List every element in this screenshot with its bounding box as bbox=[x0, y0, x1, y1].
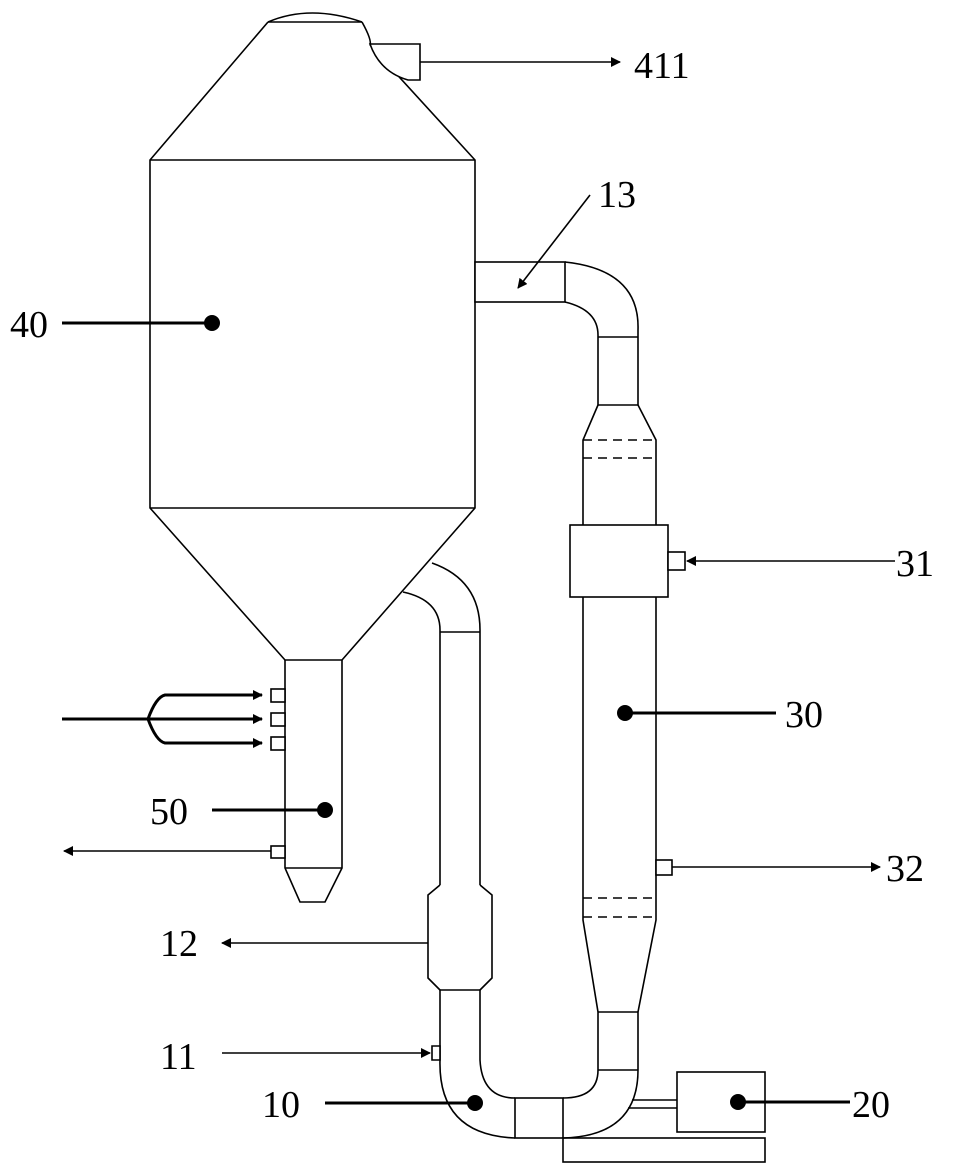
outlet-nozzle-32 bbox=[655, 859, 673, 876]
label-13: 13 bbox=[598, 174, 636, 216]
heater-box-31 bbox=[569, 524, 669, 598]
pointer-arrow-13 bbox=[517, 194, 591, 289]
dot-50 bbox=[317, 802, 333, 818]
dot-10 bbox=[467, 1095, 483, 1111]
stripper-nozzle-2 bbox=[270, 712, 286, 727]
bottom-bend-10 bbox=[439, 1059, 766, 1163]
label-12: 12 bbox=[160, 923, 198, 965]
stripper-nozzle-3 bbox=[270, 736, 286, 751]
dot-40 bbox=[204, 315, 220, 331]
stripper-outlet-nozzle bbox=[270, 845, 286, 859]
stripper-50 bbox=[284, 660, 343, 903]
dot-30 bbox=[617, 705, 633, 721]
crossover-duct-13 bbox=[474, 261, 639, 405]
inlet-nozzle-11 bbox=[431, 1045, 441, 1061]
steam-feed-lines bbox=[62, 690, 263, 748]
label-32: 32 bbox=[886, 848, 924, 890]
inlet-nozzle-31 bbox=[667, 551, 686, 571]
label-30: 30 bbox=[785, 694, 823, 736]
riser-30 bbox=[582, 404, 657, 1070]
dot-20 bbox=[730, 1094, 746, 1110]
label-411: 411 bbox=[634, 45, 690, 87]
stripper-nozzle-1 bbox=[270, 688, 286, 703]
top-outlet-nozzle bbox=[368, 43, 421, 81]
label-11: 11 bbox=[160, 1036, 197, 1078]
label-50: 50 bbox=[150, 791, 188, 833]
label-10: 10 bbox=[262, 1084, 300, 1126]
label-31: 31 bbox=[896, 543, 934, 585]
label-40: 40 bbox=[10, 304, 48, 346]
label-20: 20 bbox=[852, 1084, 890, 1126]
standpipe-12 bbox=[402, 562, 493, 1060]
vessel-40 bbox=[149, 12, 476, 661]
